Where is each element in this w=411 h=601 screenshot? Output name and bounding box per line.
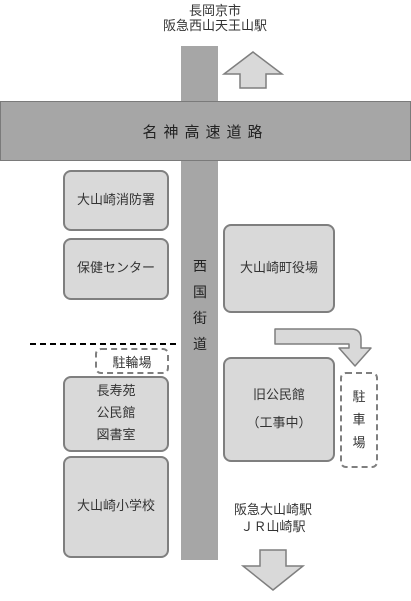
south-arrow-icon	[240, 549, 306, 591]
library-line1: 長寿苑	[96, 384, 136, 399]
school-label: 大山崎小学校	[76, 499, 155, 514]
library-line2: 公民館	[96, 406, 136, 421]
saigoku-char-1: 西	[193, 259, 207, 275]
north-destination-line1: 長岡京市	[188, 4, 241, 19]
town-hall-label: 大山崎町役場	[239, 260, 318, 276]
saigoku-char-3: 街	[193, 311, 207, 327]
boundary-dashed-line	[30, 343, 178, 345]
saigoku-char-4: 道	[193, 337, 207, 353]
library-line3: 図書室	[96, 428, 136, 443]
fire-station[interactable]: 大山崎消防署	[63, 170, 169, 231]
south-destination-line1: 阪急大山崎駅	[233, 503, 312, 518]
saigoku-char-2: 国	[193, 285, 207, 301]
car-parking-char-1: 駐	[352, 389, 366, 405]
old-hall-line2: （工事中）	[246, 415, 312, 431]
south-destination: 阪急大山崎駅 ＪＲ山崎駅	[212, 503, 334, 535]
car-parking-char-2: 車	[352, 412, 366, 428]
north-destination-line2: 阪急西山天王山駅	[162, 19, 267, 34]
bicycle-parking-label: 駐輪場	[112, 355, 152, 371]
health-center-label: 保健センター	[76, 261, 155, 276]
south-destination-line2: ＪＲ山崎駅	[240, 520, 306, 535]
bicycle-parking[interactable]: 駐輪場	[95, 348, 169, 374]
parking-direction-arrow-icon	[274, 328, 372, 367]
old-community-hall[interactable]: 旧公民館 （工事中）	[223, 357, 335, 462]
elementary-school[interactable]: 大山崎小学校	[63, 456, 169, 558]
north-arrow-icon	[221, 51, 285, 89]
meishin-expressway: 名神高速道路	[0, 101, 411, 161]
town-hall[interactable]: 大山崎町役場	[223, 224, 335, 313]
car-parking-char-3: 場	[352, 435, 366, 451]
expressway-label: 名神高速道路	[142, 122, 269, 141]
car-parking[interactable]: 駐 車 場	[340, 372, 378, 468]
north-destination: 長岡京市 阪急西山天王山駅	[150, 4, 280, 34]
old-hall-line1: 旧公民館	[252, 387, 305, 403]
library-building[interactable]: 長寿苑 公民館 図書室	[63, 376, 169, 452]
saigoku-kaido-label: 西 国 街 道	[191, 254, 209, 358]
health-center[interactable]: 保健センター	[63, 238, 169, 300]
fire-station-label: 大山崎消防署	[76, 192, 155, 208]
